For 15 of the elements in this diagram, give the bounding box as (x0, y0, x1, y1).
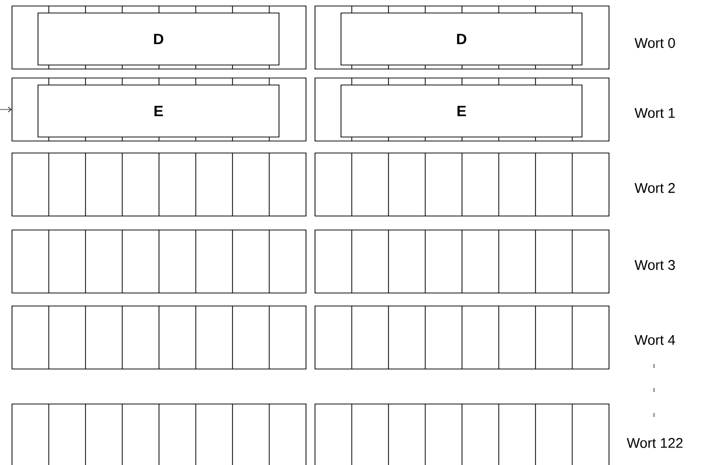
data-box: E (340, 84, 582, 138)
data-box: D (340, 12, 582, 66)
register-box (314, 78, 610, 142)
data-box: E (38, 84, 280, 138)
word-label: Wort 0 (634, 38, 675, 48)
word-label: Wort 1 (634, 108, 675, 118)
arrow (0, 106, 12, 112)
register-box (314, 6, 610, 70)
register-box (12, 78, 306, 142)
word-label: Wort 3 (634, 260, 675, 270)
register-box (12, 6, 306, 70)
word-label: Wort 4 (634, 335, 676, 345)
word-label: Wort 122 (626, 438, 683, 448)
data-box: D (38, 12, 280, 66)
word-label: Wort 2 (634, 183, 675, 193)
